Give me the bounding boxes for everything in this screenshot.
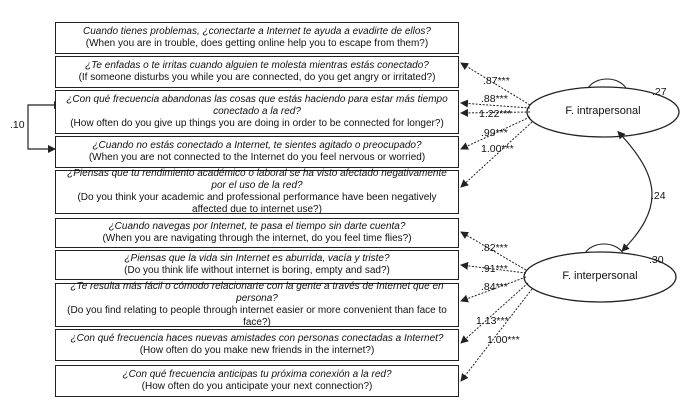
item-9-spanish: ¿Con qué frecuencia haces nuevas amistad… [70, 333, 444, 344]
item-box-6: ¿Cuando navegas por Internet, te pasa el… [55, 218, 459, 248]
item-5-spanish: ¿Piensas que tu rendimiento académico o … [67, 168, 447, 191]
factor-interpersonal-label: F. interpersonal [562, 270, 638, 282]
item-5-english: (Do you think your academic and professi… [77, 192, 437, 215]
error-covariance-bracket [27, 101, 62, 153]
loading-inter-4: 1.13*** [476, 315, 509, 327]
item-6-spanish: ¿Cuando navegas por Internet, te pasa el… [108, 221, 406, 232]
item-box-5: ¿Piensas que tu rendimiento académico o … [55, 168, 459, 215]
item-8-spanish: ¿Te resulta más fácil o cómodo relaciona… [70, 281, 444, 304]
item-box-7: ¿Piensas que la vida sin Internet es abu… [55, 250, 459, 280]
item-3-english: (How often do you give up things you are… [70, 118, 444, 129]
item-1-spanish: Cuando tienes problemas, ¿conectarte a I… [83, 26, 431, 37]
item-box-2: ¿Te enfadas o te irritas cuando alguien … [55, 56, 459, 88]
item-box-4: ¿Cuando no estás conectado a Internet, t… [55, 136, 459, 168]
loading-arrow-inter-4 [460, 282, 529, 344]
factor-correlation-value: .24 [651, 190, 666, 202]
loading-intra-5: 1.00*** [481, 143, 514, 155]
loading-inter-2: .91*** [481, 263, 508, 275]
item-2-spanish: ¿Te enfadas o te irritas cuando alguien … [85, 60, 429, 71]
loading-arrow-intra-3 [460, 108, 531, 117]
item-box-9: ¿Con qué frecuencia haces nuevas amistad… [55, 329, 459, 361]
loading-arrow-intra-4 [460, 116, 531, 150]
item-4-spanish: ¿Cuando no estás conectado a Internet, t… [92, 140, 422, 151]
loading-inter-1: .82*** [481, 242, 508, 254]
factor-intrapersonal-ellipse [526, 86, 680, 138]
loading-intra-4: .99*** [481, 127, 508, 139]
loading-intra-3: 1.22*** [479, 108, 512, 120]
item-10-english: (How often do you anticipate your next c… [141, 381, 373, 392]
item-box-10: ¿Con qué frecuencia anticipas tu próxima… [55, 365, 459, 397]
item-4-english: (When you are not connected to the Inter… [88, 152, 426, 163]
loading-arrows-interpersonal [460, 231, 533, 382]
loading-inter-5: 1.00*** [487, 334, 520, 346]
loading-arrow-inter-3 [460, 276, 527, 303]
item-6-english: (When you are navigating through the int… [102, 233, 412, 244]
loading-arrow-inter-5 [460, 288, 533, 382]
factor-intrapersonal-label: F. intrapersonal [565, 105, 641, 117]
item-1-english: (When you are in trouble, does getting o… [85, 38, 429, 49]
item-9-english: (How often do you make new friends in th… [139, 345, 375, 356]
error-correlation-value: .10 [10, 119, 25, 131]
item-8-english: (Do you find relating to people through … [67, 305, 447, 328]
loading-arrow-intra-2 [460, 99, 531, 109]
loading-arrows-intrapersonal [460, 62, 533, 188]
item-7-spanish: ¿Piensas que la vida sin Internet es abu… [124, 253, 390, 264]
item-3-spanish: ¿Con qué frecuencia abandonas las cosas … [66, 94, 448, 117]
loading-arrow-intra-1 [460, 62, 531, 106]
item-box-1: Cuando tienes problemas, ¿conectarte a I… [55, 22, 459, 54]
factor-interpersonal-ellipse [523, 251, 677, 303]
item-2-english: (If someone disturbs you while you are c… [78, 72, 436, 83]
variance-arc-intrapersonal [587, 78, 627, 89]
loading-arrow-inter-2 [460, 261, 527, 274]
item-box-8: ¿Te resulta más fácil o cómodo relaciona… [55, 281, 459, 328]
variance-interpersonal: .30 [649, 254, 664, 266]
variance-intrapersonal: .27 [652, 86, 667, 98]
item-10-spanish: ¿Con qué frecuencia anticipas tu próxima… [122, 369, 392, 380]
loading-intra-2: .88*** [481, 93, 508, 105]
loading-intra-1: .87*** [483, 75, 510, 87]
factor-correlation-curve [617, 130, 653, 252]
loading-inter-3: .84*** [481, 281, 508, 293]
item-7-english: (Do you think life without internet is b… [124, 265, 390, 276]
item-box-3: ¿Con qué frecuencia abandonas las cosas … [55, 90, 459, 134]
